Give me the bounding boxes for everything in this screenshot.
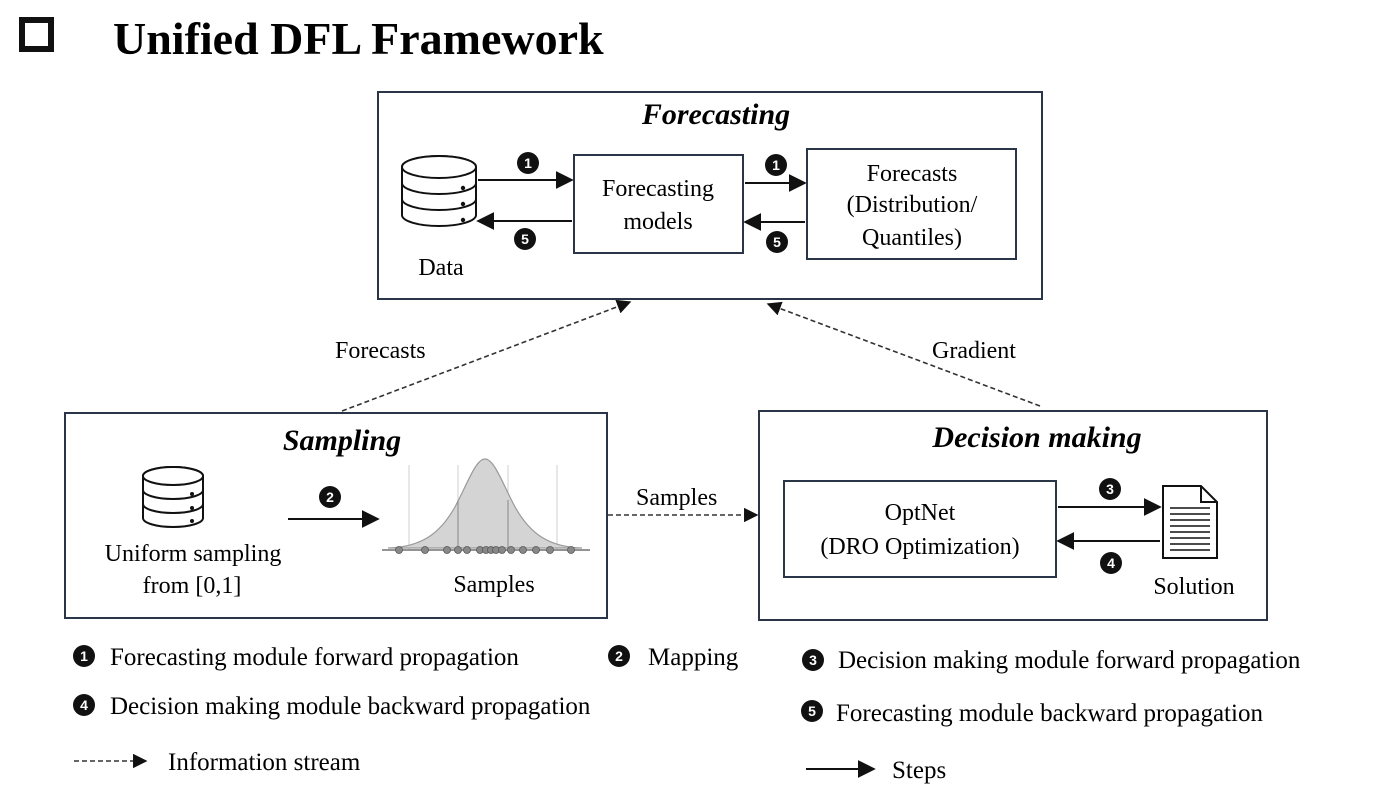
samples-stream-label: Samples <box>636 485 717 511</box>
svg-text:1: 1 <box>80 648 88 664</box>
forecasting-models-line2: models <box>623 209 692 235</box>
optnet-box <box>783 480 1057 578</box>
legend-info-stream: Information stream <box>74 749 361 776</box>
decision-module: Decision making OptNet (DRO Optimization… <box>758 410 1268 621</box>
svg-text:Mapping: Mapping <box>648 644 739 671</box>
optnet-line2: (DRO Optimization) <box>820 534 1019 560</box>
uniform-sampling-line2: from [0,1] <box>143 573 242 599</box>
legend: 1 Forecasting module forward propagation… <box>73 644 1301 784</box>
svg-text:5: 5 <box>773 234 781 250</box>
optnet-line1: OptNet <box>885 500 956 526</box>
step-badge-4: 4 <box>1100 552 1122 574</box>
svg-text:2: 2 <box>326 489 334 505</box>
legend-item-1: 1 Forecasting module forward propagation <box>73 644 519 671</box>
forecasts-output-box <box>806 148 1017 260</box>
forecasting-title: Forecasting <box>641 98 790 131</box>
decision-title: Decision making <box>931 421 1141 454</box>
gradient-stream-arrow <box>766 301 1041 407</box>
database-icon <box>142 466 204 528</box>
title-square-icon <box>19 17 54 52</box>
svg-text:5: 5 <box>808 703 816 719</box>
step-badge-1b: 1 <box>765 154 787 176</box>
data-label: Data <box>418 255 464 281</box>
distribution-curve-illustration <box>382 458 590 554</box>
step-badge-5b: 5 <box>766 231 788 253</box>
forecasting-module: Forecasting Data Forecasting models Fore… <box>377 91 1043 300</box>
solution-label: Solution <box>1153 574 1234 600</box>
forecasts-output-line3: Quantiles) <box>862 225 962 251</box>
forecasting-models-line1: Forecasting <box>602 176 714 202</box>
svg-text:1: 1 <box>524 155 532 171</box>
step-badge-3: 3 <box>1099 478 1121 500</box>
svg-text:Forecasting module forward pro: Forecasting module forward propagation <box>110 644 519 671</box>
svg-text:Forecasting module backward pr: Forecasting module backward propagation <box>836 700 1263 727</box>
gradient-stream-label: Gradient <box>932 338 1016 364</box>
svg-text:Decision making module backwar: Decision making module backward propagat… <box>110 693 591 720</box>
svg-text:Decision making module forward: Decision making module forward propagati… <box>838 647 1301 674</box>
legend-item-4: 4 Decision making module backward propag… <box>73 693 591 720</box>
forecasts-output-line1: Forecasts <box>867 161 958 187</box>
page-title: Unified DFL Framework <box>113 13 604 64</box>
svg-text:4: 4 <box>1107 555 1115 571</box>
uniform-sampling-line1: Uniform sampling <box>105 541 282 567</box>
forecasting-models-box <box>573 154 744 254</box>
step-badge-5a: 5 <box>514 228 536 250</box>
sampling-title: Sampling <box>283 424 401 457</box>
legend-item-5: 5 Forecasting module backward propagatio… <box>801 700 1263 727</box>
step-badge-1a: 1 <box>517 152 539 174</box>
svg-text:4: 4 <box>80 697 88 713</box>
samples-label: Samples <box>453 572 534 598</box>
svg-text:Steps: Steps <box>892 757 946 784</box>
legend-steps: Steps <box>806 757 946 784</box>
step-badge-2: 2 <box>319 486 341 508</box>
legend-item-3: 3 Decision making module forward propaga… <box>802 647 1301 674</box>
svg-text:Information stream: Information stream <box>168 749 361 776</box>
document-icon <box>1162 485 1218 559</box>
sampling-module: Sampling Uniform sampling from [0,1] 2 <box>64 412 608 619</box>
forecasts-stream-arrow <box>341 299 632 412</box>
database-icon <box>401 155 477 227</box>
svg-text:3: 3 <box>1106 481 1114 497</box>
forecasts-output-line2: (Distribution/ <box>847 192 978 218</box>
svg-text:1: 1 <box>772 157 780 173</box>
svg-text:5: 5 <box>521 231 529 247</box>
forecasts-stream-label: Forecasts <box>335 338 426 364</box>
svg-text:2: 2 <box>615 648 623 664</box>
legend-item-2: 2 Mapping <box>608 644 739 671</box>
svg-text:3: 3 <box>809 652 817 668</box>
